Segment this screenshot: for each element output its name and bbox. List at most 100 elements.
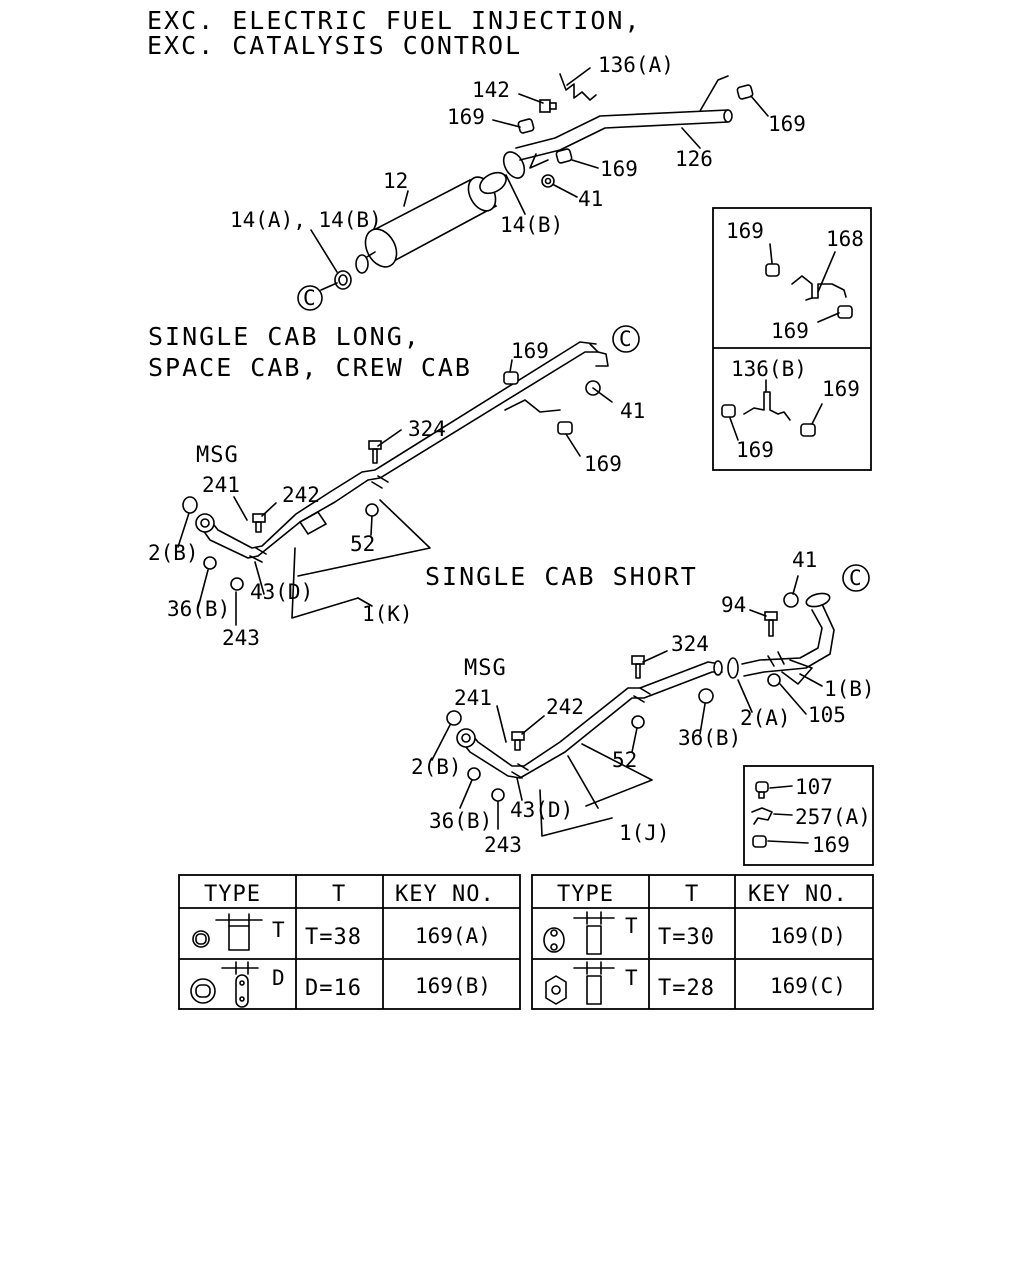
front-pipe-1j [456,660,723,779]
callout-41: 41 [578,187,603,211]
table1-row1-dim: T [272,918,285,942]
rubber-169-mid-top [503,371,519,385]
low-callout-43d: 43(D) [510,798,573,822]
connector-c-top-label: C [303,286,316,310]
table2-row1-key: 169(D) [770,924,846,948]
mid-callout-1k: 1(K) [362,602,413,626]
callout-169-c: 169 [600,157,638,181]
heading-long-line1: SINGLE CAB LONG, [148,322,421,351]
flange-241 [195,513,215,533]
inset1-callout-168: 168 [826,227,864,251]
mid-callout-169-bottom: 169 [584,452,622,476]
nut-243 [230,577,244,591]
table2-header-key: KEY NO. [748,882,848,907]
heading-long-line2: SPACE CAB, CREW CAB [148,353,472,382]
low-callout-36b-right: 36(B) [678,726,741,750]
inset-rubber-169-left [721,404,736,418]
middle-assembly: 169 C 41 169 324 MSG 241 242 2(B) 52 36(… [148,325,645,650]
mid-callout-msg: MSG [196,443,239,468]
type-icon-169a [192,913,263,951]
inset3-callout-169: 169 [812,833,850,857]
callout-126: 126 [675,147,713,171]
type-icon-169c [545,961,615,1005]
low-callout-2b: 2(B) [411,755,462,779]
callout-14ab: 14(A), 14(B) [230,208,382,232]
table2-row2-t: T=28 [658,976,715,1001]
nut-41 [541,174,555,188]
connector-c-low-label: C [849,566,862,590]
callout-12: 12 [383,169,408,193]
low-callout-36b-left: 36(B) [429,809,492,833]
key-table-right: TYPE T KEY NO. T T=30 169(D) T T=28 169(… [531,874,874,1010]
table2-row2-dim: T [625,966,638,990]
inset2-callout-169-right: 169 [822,377,860,401]
callout-142: 142 [472,78,510,102]
low-callout-324: 324 [671,632,709,656]
inset-rubber-169-right [800,423,816,437]
rubber-169-c [555,148,573,164]
key-table-left: TYPE T KEY NO. T T=38 169(A) D D=16 169(… [178,874,521,1010]
type-icon-169d [543,911,615,955]
inset-box-upper: 169 168 169 136(B) 169 169 [712,207,872,471]
rubber-169-b [736,84,754,100]
connector-c-top [297,285,323,311]
mid-callout-41: 41 [620,399,645,423]
callout-169-b: 169 [768,112,806,136]
heading-exc-line2: EXC. CATALYSIS CONTROL [147,31,522,60]
low-callout-243: 243 [484,833,522,857]
bracket-168 [791,275,847,299]
nut-243-low [491,788,505,802]
inset3-callout-257a: 257(A) [795,805,871,829]
table1-header-key: KEY NO. [395,882,495,907]
clip-257a [751,807,773,825]
mid-callout-169-top: 169 [511,339,549,363]
nut-52 [365,503,379,517]
connector-c-mid [612,325,640,353]
nut-36b [203,556,217,570]
inset-rubber-169-bottom [837,305,853,319]
nut-52-low [631,715,645,729]
heading-exc-line1: EXC. ELECTRIC FUEL INJECTION, [147,6,642,35]
nut-36b-low-right [698,688,714,704]
mid-callout-2b: 2(B) [148,541,199,565]
low-callout-241: 241 [454,686,492,710]
table1-header-type: TYPE [204,882,261,907]
rubber-169-mid-bottom [557,421,573,435]
gasket-14ab [334,270,352,290]
rubber-169-a [517,118,535,134]
table2-row1-t: T=30 [658,925,715,950]
low-callout-2a: 2(A) [740,706,791,730]
gasket-2b [182,496,198,514]
muffler-12 [355,171,507,274]
inset1-callout-169-top: 169 [726,219,764,243]
low-callout-242: 242 [546,695,584,719]
mid-callout-36b: 36(B) [167,597,230,621]
table1-row2-t: D=16 [305,976,362,1001]
inset-rubber-169-top [765,263,780,277]
table2-row1-dim: T [625,914,638,938]
callout-169-a: 169 [447,105,485,129]
mid-callout-324: 324 [408,417,446,441]
table1-row1-t: T=38 [305,925,362,950]
low-callout-1j: 1(J) [619,821,670,845]
heading-short: SINGLE CAB SHORT [425,562,698,591]
table2-header-t: T [685,882,699,907]
hanger-136b [743,391,791,421]
hanger-136a [559,73,597,101]
nut-36b-low-left [467,767,481,781]
table1-header-t: T [332,882,346,907]
bolt-107 [755,781,769,793]
type-icon-169b [190,961,259,1008]
connector-c-low [842,564,870,592]
pipe-1b [741,592,835,685]
lower-assembly: 41 C 94 324 MSG 1(B) 241 242 2(A) 105 36… [411,548,875,857]
nut-105 [767,673,781,687]
table1-row1-key: 169(A) [415,924,491,948]
flange-241-low [456,728,476,748]
callout-136a: 136(A) [598,53,674,77]
inset2-callout-169-left: 169 [736,438,774,462]
gasket-14b [502,151,526,179]
inset-box-lower: 107 257(A) 169 [743,765,874,866]
tail-pipe-126 [515,75,733,169]
